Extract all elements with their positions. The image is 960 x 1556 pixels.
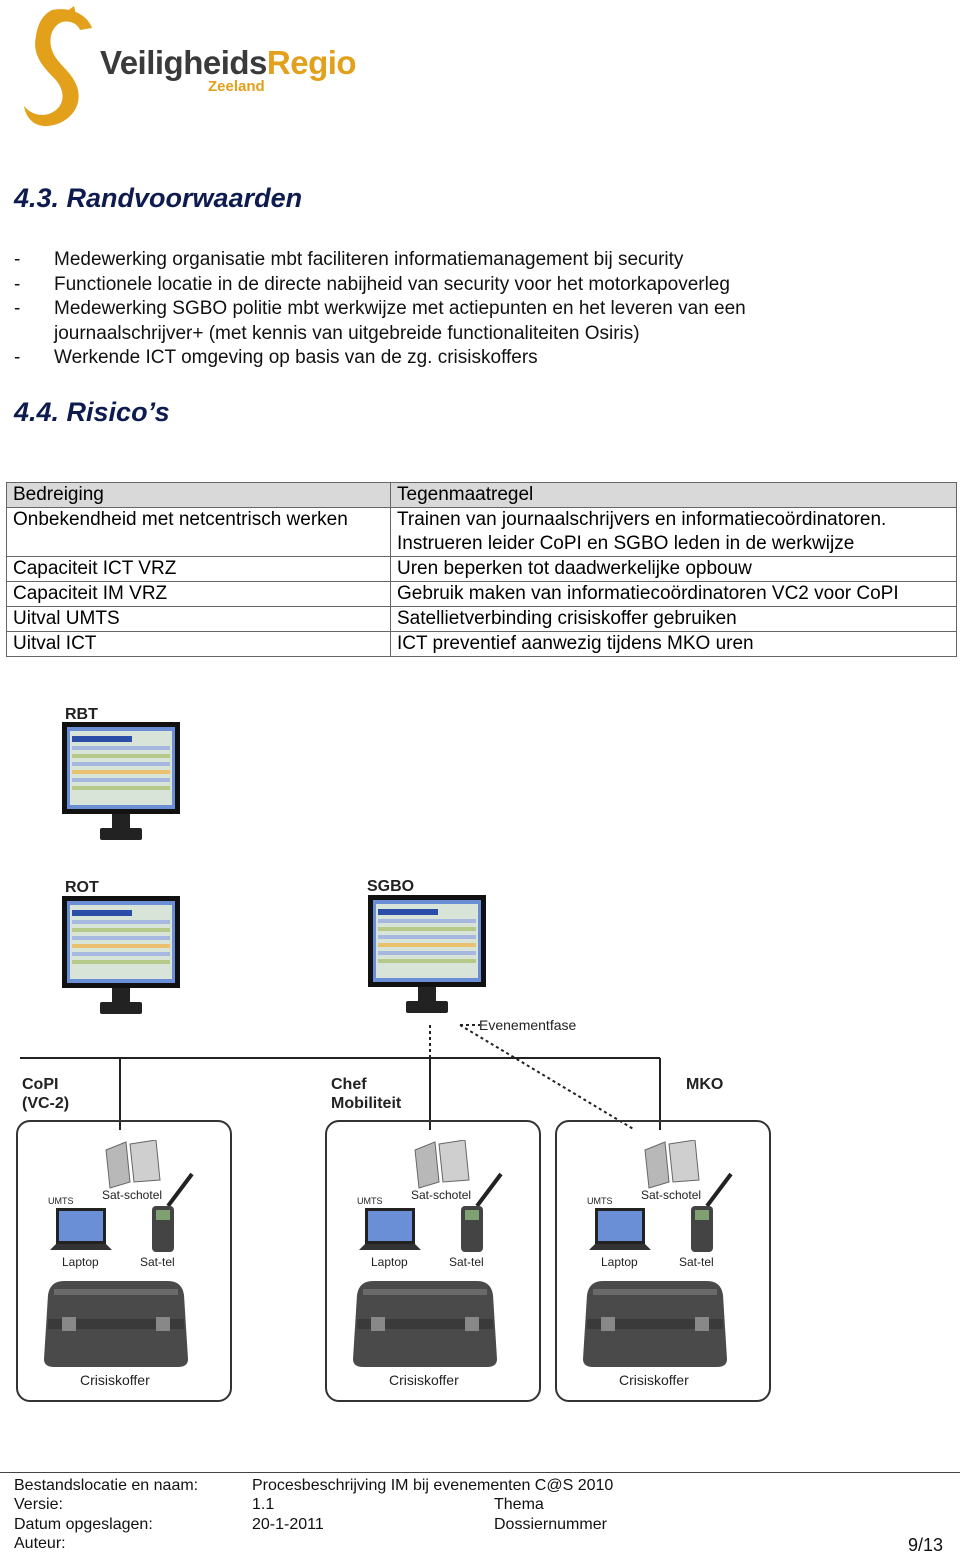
footer-label-versie: Versie: — [14, 1496, 63, 1513]
label-chef-line1: Chef — [331, 1076, 367, 1093]
table-cell: Capaciteit IM VRZ — [6, 581, 391, 607]
monitor-rot-icon — [62, 896, 180, 1014]
label-chef-line2: Mobiliteit — [331, 1095, 402, 1112]
label-laptop: Laptop — [371, 1255, 408, 1269]
crisiskoffer-box-copi — [16, 1120, 232, 1402]
footer-value-bestandslocatie: Procesbeschrijving IM bij evenementen C@… — [252, 1477, 614, 1494]
table-cell: Onbekendheid met netcentrisch werken — [6, 507, 391, 557]
table-row: Uitval ICT ICT preventief aanwezig tijde… — [6, 631, 957, 657]
label-umts: UMTS — [357, 1196, 383, 1206]
monitor-sgbo-icon — [368, 895, 486, 1013]
table-cell: Capaciteit ICT VRZ — [6, 556, 391, 582]
footer-value-versie: 1.1 — [252, 1496, 275, 1513]
label-mko: MKO — [686, 1076, 724, 1093]
footer-label-datum: Datum opgeslagen: — [14, 1516, 153, 1533]
list-item: -Medewerking SGBO politie mbt werkwijze … — [14, 298, 746, 344]
sat-tel-icon — [691, 1172, 733, 1252]
crisiskoffer-box-chef — [325, 1120, 541, 1402]
crisiskoffer-icon — [583, 1281, 727, 1367]
veiligheidsregio-logo-mark — [24, 6, 92, 127]
label-sgbo: SGBO — [367, 878, 415, 895]
crisiskoffer-icon — [353, 1281, 497, 1367]
table-cell: Uren beperken tot daadwerkelijke opbouw — [390, 556, 957, 582]
table-cell: Trainen van journaalschrijvers en inform… — [390, 507, 957, 557]
sat-schotel-icon — [105, 1140, 161, 1189]
laptop-icon — [359, 1208, 421, 1250]
sat-tel-icon — [461, 1172, 503, 1252]
randvoorwaarden-list: -Medewerking organisatie mbt faciliteren… — [14, 248, 914, 371]
footer-label-dossiernummer: Dossiernummer — [494, 1516, 607, 1533]
network-diagram-lines — [20, 1024, 661, 1130]
section-title-risicos: 4.4. Risico’s — [14, 397, 170, 427]
column-header-bedreiging: Bedreiging — [6, 482, 391, 508]
label-copi: CoPI (VC-2) — [22, 1075, 69, 1113]
monitor-rbt-icon — [62, 722, 180, 840]
table-cell: Uitval ICT — [6, 631, 391, 657]
list-item: -Functionele locatie in de directe nabij… — [14, 273, 730, 295]
sat-schotel-icon — [414, 1140, 470, 1189]
table-cell: ICT preventief aanwezig tijdens MKO uren — [390, 631, 957, 657]
label-crisiskoffer: Crisiskoffer — [80, 1372, 150, 1388]
table-cell: Satellietverbinding crisiskoffer gebruik… — [390, 606, 957, 632]
section-title-randvoorwaarden: 4.3. Randvoorwaarden — [14, 183, 303, 213]
label-evenementfase: Evenementfase — [479, 1017, 577, 1033]
column-header-tegenmaatregel: Tegenmaatregel — [390, 482, 957, 508]
label-copi-line2: (VC-2) — [22, 1095, 70, 1112]
label-crisiskoffer: Crisiskoffer — [389, 1372, 459, 1388]
label-rbt: RBT — [65, 706, 98, 723]
label-sat-tel: Sat-tel — [449, 1255, 484, 1269]
list-item: -Medewerking organisatie mbt faciliteren… — [14, 249, 684, 270]
label-sat-tel: Sat-tel — [140, 1255, 175, 1269]
table-row: Capaciteit IM VRZ Gebruik maken van info… — [6, 581, 957, 607]
sat-schotel-icon — [644, 1140, 700, 1189]
table-cell: Gebruik maken van informatiecoördinatore… — [390, 581, 957, 607]
table-row: Capaciteit ICT VRZ Uren beperken tot daa… — [6, 556, 957, 582]
label-umts: UMTS — [587, 1196, 613, 1206]
label-chef-mobiliteit: Chef Mobiliteit — [331, 1075, 401, 1113]
crisiskoffer-icon — [44, 1281, 188, 1367]
footer-label-bestandslocatie: Bestandslocatie en naam: — [14, 1477, 199, 1494]
logo-region: Zeeland — [208, 78, 265, 95]
label-sat-schotel: Sat-schotel — [641, 1188, 702, 1202]
risk-table: Bedreiging Tegenmaatregel Onbekendheid m… — [6, 482, 957, 657]
label-crisiskoffer: Crisiskoffer — [619, 1372, 689, 1388]
sat-tel-icon — [152, 1172, 194, 1252]
table-cell: Uitval UMTS — [6, 606, 391, 632]
footer-label-auteur: Auteur: — [14, 1535, 66, 1552]
table-row: Onbekendheid met netcentrisch werken Tra… — [6, 507, 957, 557]
label-sat-tel: Sat-tel — [679, 1255, 714, 1269]
page-number: 9/13 — [908, 1535, 944, 1555]
label-umts: UMTS — [48, 1196, 74, 1206]
label-sat-schotel: Sat-schotel — [411, 1188, 472, 1202]
table-header-row: Bedreiging Tegenmaatregel — [6, 482, 957, 508]
label-rot: ROT — [65, 879, 99, 896]
logo-wordmark: VeiligheidsRegio — [100, 44, 357, 81]
footer-label-thema: Thema — [494, 1496, 544, 1513]
laptop-icon — [589, 1208, 651, 1250]
list-item: -Werkende ICT omgeving op basis van de z… — [14, 347, 538, 368]
laptop-icon — [50, 1208, 112, 1250]
table-row: Uitval UMTS Satellietverbinding crisisko… — [6, 606, 957, 632]
label-laptop: Laptop — [601, 1255, 638, 1269]
label-laptop: Laptop — [62, 1255, 99, 1269]
footer-divider — [0, 1472, 960, 1473]
crisiskoffer-box-mko — [555, 1120, 771, 1402]
label-copi-line1: CoPI — [22, 1076, 59, 1093]
footer-value-datum: 20-1-2011 — [252, 1516, 324, 1533]
label-sat-schotel: Sat-schotel — [102, 1188, 163, 1202]
